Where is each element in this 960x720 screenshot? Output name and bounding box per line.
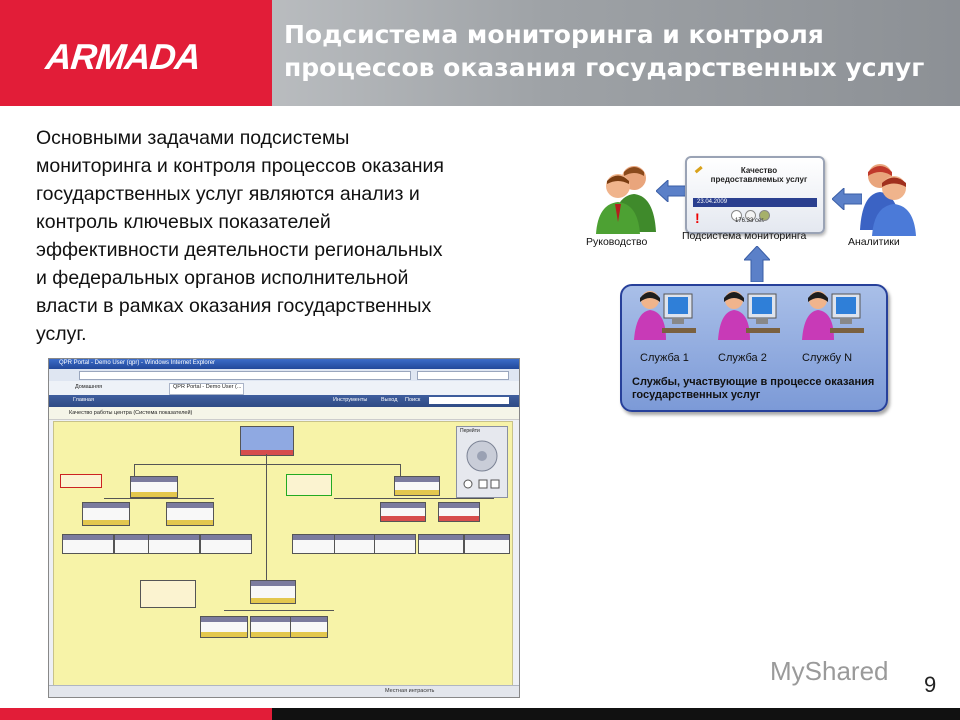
browser-tab-home: Домашняя (75, 384, 103, 390)
chart-node (130, 476, 178, 498)
management-label: Руководство (586, 236, 648, 248)
browser-tabs: Домашняя QPR Portal - Demo User (... (49, 381, 519, 396)
body-line: контроль ключевых показателей (36, 211, 331, 233)
browser-window-title: QPR Portal - Demo User (qpr) - Windows I… (59, 360, 216, 366)
slide-title-line2: процессов оказания государственных услуг (284, 53, 925, 82)
card-value: 176.33 сег. (735, 218, 765, 224)
quality-kpi-card: Качество предоставляемых услуг 23.04.200… (685, 156, 825, 234)
connector (334, 498, 494, 499)
connector (134, 464, 135, 476)
body-line: Основными задачами подсистемы (36, 127, 350, 149)
status-zone: Местная интрасеть (385, 688, 435, 694)
nav-panel-label: Перейти (460, 428, 480, 434)
page-number: 9 (924, 672, 937, 697)
chart-node (250, 580, 296, 604)
browser-tab-portal: QPR Portal - Demo User (... (169, 383, 244, 395)
card-date: 23.04.2009 (693, 198, 817, 207)
body-paragraph: Основными задачами подсистемы мониторинг… (36, 124, 556, 348)
body-line: эффективности деятельности региональных (36, 239, 443, 261)
connector (104, 498, 214, 499)
connector (266, 454, 267, 464)
body-line: и федеральных органов исполнительной (36, 267, 409, 289)
pan-control-icon[interactable] (465, 439, 499, 473)
body-line: государственных услуг являются анализ и (36, 183, 420, 205)
monitoring-diagram: Качество предоставляемых услуг 23.04.200… (580, 150, 920, 420)
body-line: власти в рамках оказания государственных (36, 295, 432, 317)
services-panel: Служба 1 Служба 2 Службу N Службы, участ… (620, 284, 888, 412)
chart-node (148, 534, 200, 554)
chart-node (374, 534, 416, 554)
chart-node (464, 534, 510, 554)
portal-screenshot: QPR Portal - Demo User (qpr) - Windows I… (48, 358, 520, 698)
navigation-panel[interactable]: Перейти (456, 426, 508, 498)
chart-node (60, 474, 102, 488)
footer-dark-segment (272, 708, 960, 720)
myshared-watermark: MyShared (770, 656, 889, 686)
chart-node (438, 502, 480, 522)
slide-header: ARMADA Подсистема мониторинга и контроля… (0, 0, 960, 106)
arrow-up-icon (744, 246, 770, 282)
org-chart-canvas: Перейти (53, 421, 513, 687)
canvas-title: Качество работы центра (Система показате… (69, 410, 193, 416)
browser-titlebar: QPR Portal - Demo User (qpr) - Windows I… (49, 359, 519, 369)
connector (224, 610, 334, 611)
menu-exit: Выход (381, 397, 398, 403)
arrow-left-icon (656, 180, 686, 202)
management-people-icon (596, 166, 656, 234)
analysts-people-icon (860, 164, 916, 236)
service-label-n: Службу N (802, 352, 853, 364)
chart-node (286, 474, 332, 496)
service-label-1: Служба 1 (640, 352, 689, 364)
card-title: Качество предоставляемых услуг (710, 166, 808, 184)
operator-computer-icon (634, 291, 696, 340)
operator-computer-icon (718, 291, 780, 340)
connector (134, 464, 400, 465)
chart-node (200, 534, 252, 554)
connector (400, 464, 401, 476)
services-caption: Службы, участвующие в процессе оказания … (632, 376, 875, 401)
status-dot-icon (745, 210, 756, 221)
menu-main: Главная (73, 397, 94, 403)
zoom-icon[interactable] (463, 479, 501, 489)
chart-node (140, 580, 196, 608)
chart-node (250, 616, 292, 638)
portal-subheader: Качество работы центра (Система показате… (49, 407, 519, 420)
chart-node (380, 502, 426, 522)
operator-computer-icon (802, 291, 864, 340)
footer-bar (0, 708, 960, 720)
slide-title: Подсистема мониторинга и контроля процес… (284, 18, 954, 84)
chart-node (240, 426, 294, 456)
alert-icon: ! (695, 210, 700, 226)
menu-tools: Инструменты (333, 397, 368, 403)
title-block: Подсистема мониторинга и контроля процес… (272, 0, 960, 106)
body-line: услуг. (36, 323, 87, 345)
armada-logo: ARMADA (43, 36, 203, 77)
analysts-label: Аналитики (848, 236, 900, 248)
slide-title-line1: Подсистема мониторинга и контроля (284, 20, 824, 49)
chart-node (290, 616, 328, 638)
browser-status-bar: Местная интрасеть (49, 685, 519, 697)
status-dot-icon (731, 210, 742, 221)
arrow-left-icon (832, 188, 862, 210)
chart-node (166, 502, 214, 526)
portal-menu-bar: Главная Инструменты Выход Поиск (49, 395, 519, 407)
footer-red-segment (0, 708, 272, 720)
chart-node (62, 534, 114, 554)
chart-node (394, 476, 440, 496)
monitoring-subsystem-label: Подсистема мониторинга (682, 230, 807, 242)
chart-node (418, 534, 464, 554)
service-label-2: Служба 2 (718, 352, 767, 364)
chart-node (82, 502, 130, 526)
connector (266, 464, 267, 590)
pencil-icon (694, 165, 703, 174)
status-dot-icon (759, 210, 770, 221)
body-line: мониторинга и контроля процессов оказани… (36, 155, 444, 177)
menu-search: Поиск (405, 397, 421, 403)
logo-block: ARMADA (0, 0, 272, 106)
chart-node (200, 616, 248, 638)
